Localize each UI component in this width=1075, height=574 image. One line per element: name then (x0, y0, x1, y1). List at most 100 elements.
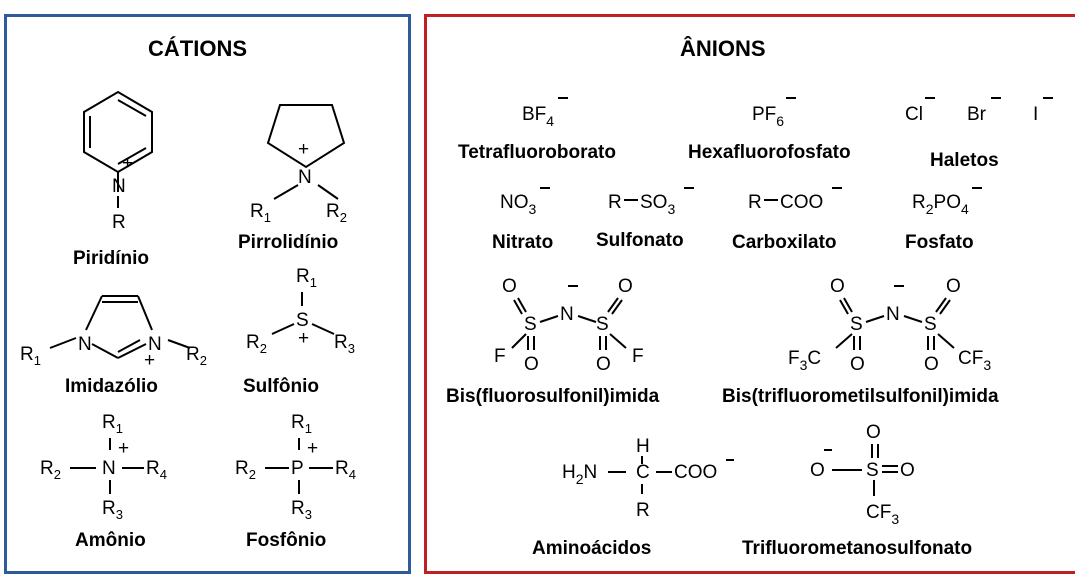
svg-text:O: O (850, 354, 865, 375)
svg-text:R: R (112, 212, 126, 233)
svg-text:N: N (886, 304, 900, 325)
svg-text:N: N (298, 167, 312, 188)
label-amonio: Amônio (75, 530, 146, 551)
label-fosfato: Fosfato (905, 232, 974, 253)
svg-text:R: R (608, 192, 622, 213)
svg-text:+: + (122, 153, 133, 174)
svg-text:R4: R4 (335, 458, 356, 482)
label-carboxilato: Carboxilato (732, 232, 837, 253)
svg-text:I: I (1033, 104, 1038, 125)
svg-text:SO3: SO3 (640, 192, 675, 217)
anions-title: ÂNIONS (680, 36, 766, 61)
svg-text:O: O (830, 276, 845, 297)
svg-text:O: O (596, 354, 611, 375)
svg-text:R2PO4: R2PO4 (912, 192, 969, 217)
formula-phosphate: R2PO4 (912, 187, 982, 217)
svg-text:R1: R1 (102, 412, 123, 436)
svg-text:+: + (118, 438, 129, 459)
svg-text:O: O (866, 422, 881, 443)
cations-title: CÁTIONS (148, 36, 247, 61)
svg-text:R3: R3 (334, 332, 355, 356)
svg-text:NO3: NO3 (500, 192, 537, 217)
fsi-structure: O S N S O F O O F (494, 276, 644, 375)
svg-text:R2: R2 (246, 332, 267, 356)
svg-text:S: S (850, 314, 863, 335)
svg-text:CF3: CF3 (866, 502, 899, 527)
ammonium-structure: R1 + R2 N R4 R3 (40, 412, 167, 522)
svg-text:Br: Br (967, 104, 987, 125)
label-tetrafluoroborato: Tetrafluoroborato (458, 142, 616, 163)
imidazolium-structure: N N + R1 R2 (20, 295, 207, 371)
svg-text:+: + (298, 328, 309, 349)
svg-text:+: + (307, 438, 318, 459)
formula-pf6: PF6 (752, 97, 796, 129)
pyridinium-structure: + N R (83, 90, 153, 233)
svg-text:F: F (632, 346, 644, 367)
svg-text:O: O (900, 460, 915, 481)
label-fsi: Bis(fluorosulfonil)imida (446, 386, 660, 407)
svg-text:R3: R3 (291, 498, 312, 522)
svg-text:C: C (636, 462, 650, 483)
svg-text:H2N: H2N (562, 462, 597, 487)
svg-text:O: O (924, 354, 939, 375)
svg-text:F3C: F3C (788, 348, 821, 373)
phosphonium-structure: R1 + R2 P R4 R3 (235, 412, 356, 522)
label-sulfonato: Sulfonato (596, 230, 684, 251)
sulfonium-structure: R1 S + R2 R3 (246, 266, 355, 356)
svg-text:R2: R2 (326, 201, 347, 225)
label-hexafluorofosfato: Hexafluorofosfato (688, 142, 851, 163)
formula-sulfonate: R SO3 (608, 187, 694, 217)
formula-halides: Cl Br I (905, 97, 1053, 125)
svg-text:R: R (636, 500, 650, 521)
svg-text:O: O (618, 276, 633, 297)
svg-text:O: O (524, 354, 539, 375)
svg-text:R1: R1 (250, 201, 271, 225)
svg-text:+: + (144, 350, 155, 371)
svg-text:PF6: PF6 (752, 104, 784, 129)
label-piridinio: Piridínio (73, 248, 149, 269)
svg-text:R2: R2 (40, 458, 61, 482)
tfsi-structure: O S N S O F3C O O CF3 (788, 276, 991, 375)
svg-text:O: O (810, 460, 825, 481)
pyrrolidinium-structure: + N R1 R2 (250, 104, 347, 225)
svg-text:COO: COO (780, 192, 823, 213)
svg-text:+: + (298, 139, 309, 160)
label-triflato: Trifluorometanosulfonato (742, 538, 973, 559)
svg-text:R2: R2 (186, 344, 207, 368)
svg-text:H: H (636, 436, 650, 457)
svg-text:N: N (112, 176, 126, 197)
svg-text:Cl: Cl (905, 104, 923, 125)
svg-text:S: S (524, 314, 537, 335)
label-sulfonio: Sulfônio (243, 376, 319, 397)
svg-text:S: S (866, 460, 879, 481)
svg-text:F: F (494, 346, 506, 367)
svg-text:R2: R2 (235, 458, 256, 482)
svg-text:S: S (296, 310, 309, 331)
formula-no3: NO3 (500, 187, 550, 217)
svg-text:N: N (560, 304, 574, 325)
svg-text:R: R (748, 192, 762, 213)
svg-text:R1: R1 (20, 344, 41, 368)
svg-text:N: N (102, 458, 116, 479)
label-tfsi: Bis(trifluorometilsulfonil)imida (722, 386, 999, 407)
label-haletos: Haletos (930, 150, 999, 171)
formula-bf4: BF4 (522, 97, 568, 129)
label-imidazolio: Imidazólio (65, 376, 158, 397)
svg-text:O: O (946, 276, 961, 297)
svg-text:N: N (78, 334, 92, 355)
svg-text:R3: R3 (102, 498, 123, 522)
svg-text:R1: R1 (291, 412, 312, 436)
label-fosfonio: Fosfônio (246, 530, 327, 551)
svg-text:P: P (291, 458, 304, 479)
label-pirrolidinio: Pirrolidínio (238, 232, 339, 253)
svg-text:R1: R1 (296, 266, 317, 290)
svg-text:S: S (596, 314, 609, 335)
svg-text:COO: COO (674, 462, 717, 483)
triflate-structure: O O S O CF3 (810, 422, 915, 527)
svg-text:R4: R4 (146, 458, 167, 482)
svg-text:BF4: BF4 (522, 104, 554, 129)
label-nitrato: Nitrato (492, 232, 554, 253)
formula-carboxylate: R COO (748, 187, 842, 213)
svg-text:S: S (924, 314, 937, 335)
svg-text:N: N (148, 334, 162, 355)
